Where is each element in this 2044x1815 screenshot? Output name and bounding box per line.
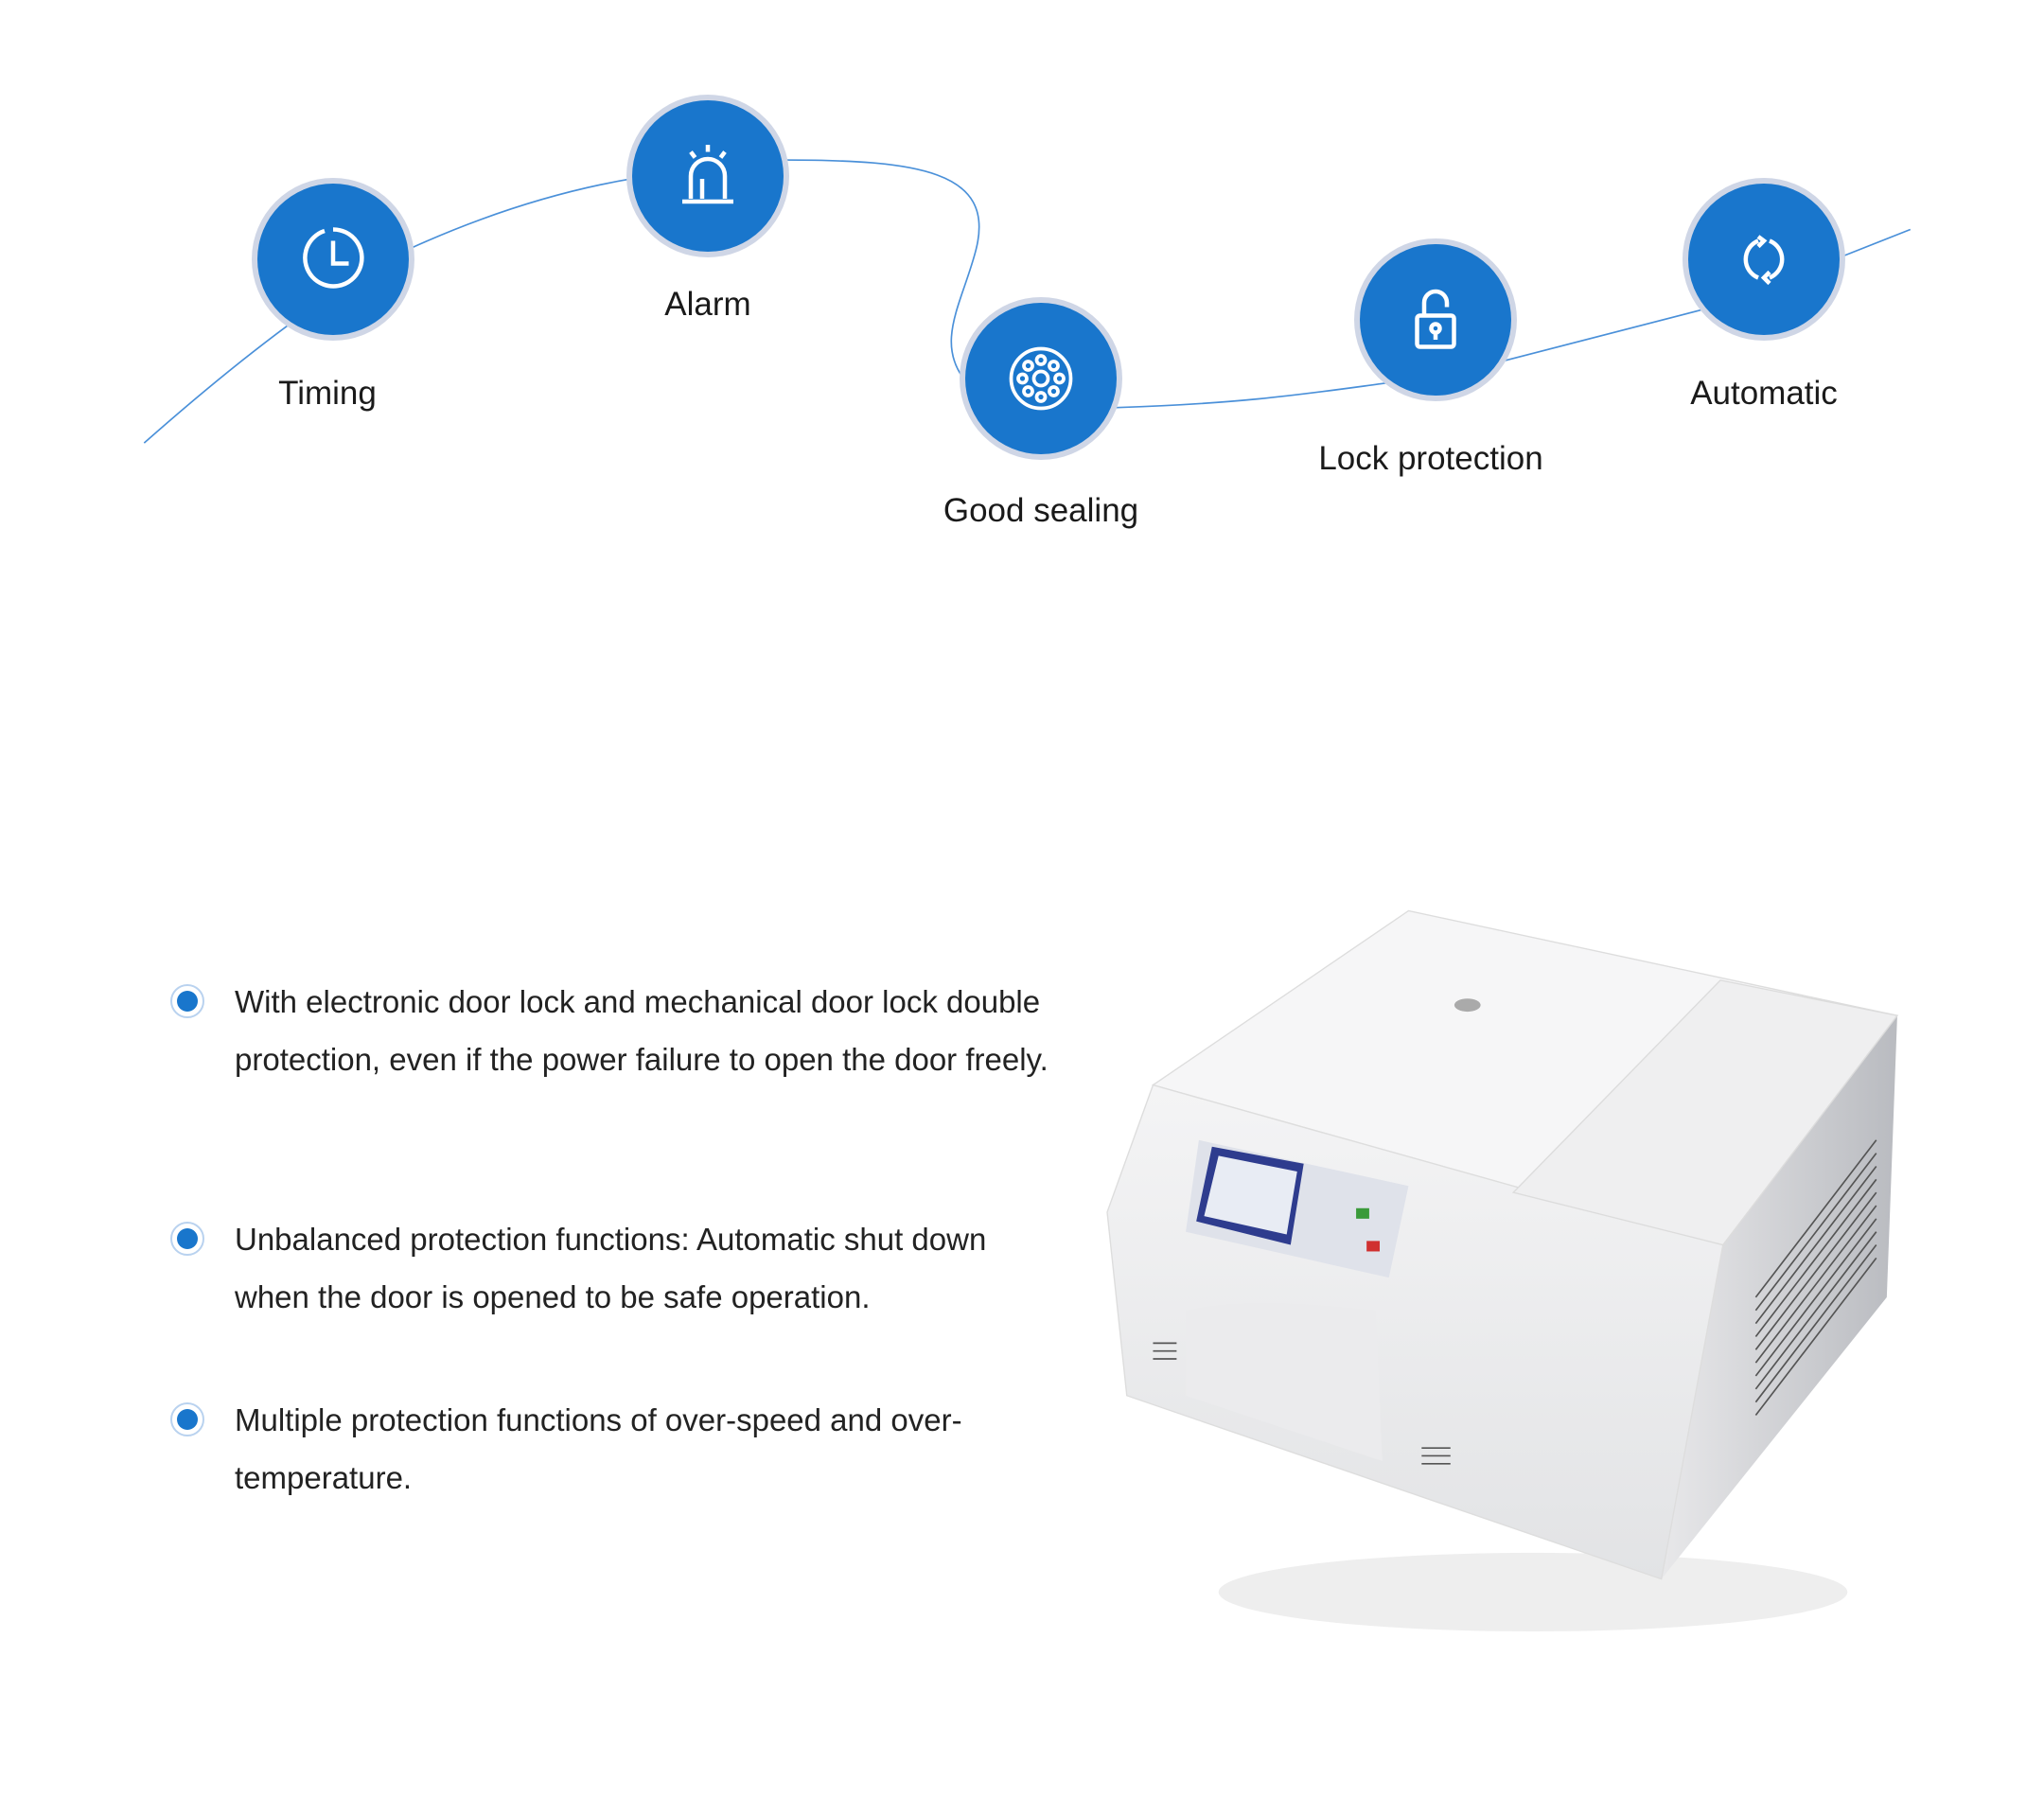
bullet-dot-icon bbox=[170, 1402, 204, 1436]
centrifuge-image bbox=[1106, 909, 1899, 1631]
alarm-light-icon bbox=[682, 145, 733, 204]
bullet-text-door-lock: With electronic door lock and mechanical… bbox=[235, 984, 1048, 1077]
feature-label-lock-protection: Lock protection bbox=[1318, 440, 1543, 477]
padlock-icon bbox=[1415, 289, 1456, 349]
clock-icon bbox=[303, 227, 364, 289]
feature-label-alarm: Alarm bbox=[664, 286, 751, 323]
bullet-text-unbalanced: Unbalanced protection functions: Automat… bbox=[235, 1222, 987, 1314]
refresh-icon bbox=[1743, 235, 1785, 286]
bullet-text-overspeed: Multiple protection functions of over-sp… bbox=[235, 1402, 962, 1495]
feature-label-good-sealing: Good sealing bbox=[943, 492, 1139, 529]
feature-label-automatic: Automatic bbox=[1690, 375, 1838, 412]
feature-lock-protection bbox=[1360, 244, 1511, 396]
feature-label-timing: Timing bbox=[278, 375, 377, 412]
feature-automatic bbox=[1688, 184, 1840, 335]
seal-ring-icon bbox=[1009, 346, 1073, 411]
bullet-dot-icon bbox=[170, 1222, 204, 1256]
feature-good-sealing bbox=[965, 303, 1117, 454]
connector-curve bbox=[143, 159, 1912, 444]
feature-alarm bbox=[632, 100, 784, 252]
bullet-dot-icon bbox=[170, 984, 204, 1018]
feature-timing bbox=[257, 184, 409, 335]
